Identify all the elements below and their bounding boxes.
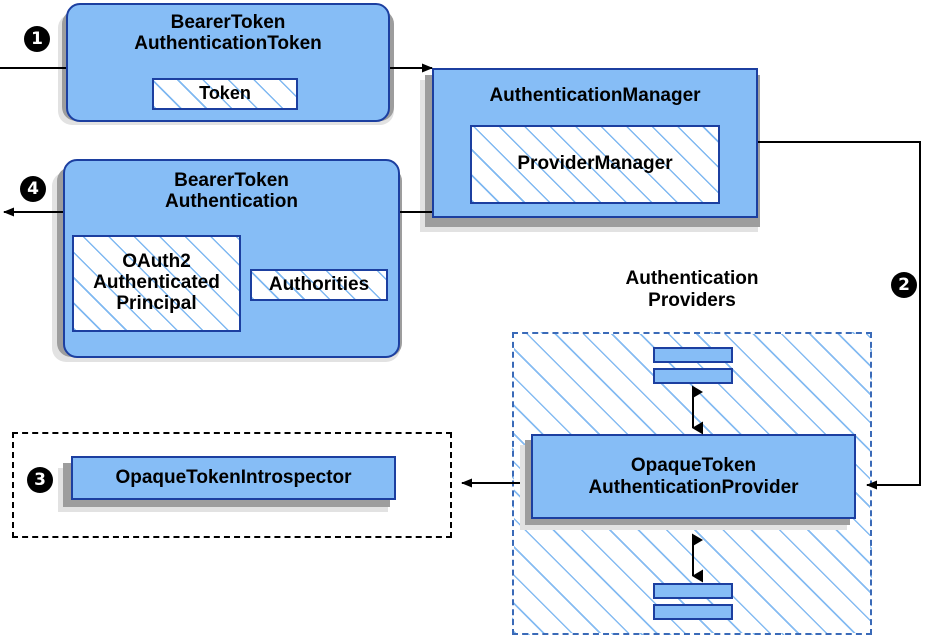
step-badge-4-number: 4 xyxy=(27,179,39,199)
opaque-token-introspector-label: OpaqueTokenIntrospector xyxy=(115,467,352,489)
bearer-token-authentication-token-title-line2: AuthenticationToken xyxy=(134,33,322,55)
oauth2-authenticated-principal-compartment[interactable]: OAuth2 Authenticated Principal xyxy=(72,235,241,332)
step-badge-1-number: 1 xyxy=(31,29,43,49)
step-badge-3-number: 3 xyxy=(34,470,46,490)
authentication-manager-title: AuthenticationManager xyxy=(489,85,701,106)
step-badge-1: 1 xyxy=(24,26,50,52)
provider-manager-compartment[interactable]: ProviderManager xyxy=(470,125,720,204)
opaque-token-introspector-node[interactable]: OpaqueTokenIntrospector xyxy=(71,456,396,500)
opaque-token-authentication-provider-line2: AuthenticationProvider xyxy=(588,476,799,498)
bearer-token-authentication-token-title-line1: BearerToken xyxy=(170,12,286,33)
oauth2-principal-line2: Authenticated xyxy=(93,272,220,294)
oauth2-principal-line3: Principal xyxy=(116,292,197,314)
bearer-token-authentication-title-line2: Authentication xyxy=(165,191,298,213)
step-badge-4: 4 xyxy=(20,176,46,202)
oauth2-principal-line1: OAuth2 xyxy=(122,251,191,273)
authentication-providers-label-line2: Providers xyxy=(648,289,736,311)
step-badge-2-number: 2 xyxy=(898,275,910,295)
authentication-providers-label-line1: Authentication xyxy=(625,268,759,289)
provider-bar-top-2 xyxy=(653,368,733,384)
authorities-compartment[interactable]: Authorities xyxy=(250,269,388,301)
token-compartment-label: Token xyxy=(199,83,251,104)
step-badge-3: 3 xyxy=(27,467,53,493)
authorities-label: Authorities xyxy=(268,273,370,295)
provider-bar-bottom-2 xyxy=(653,604,733,620)
provider-bar-bottom-1 xyxy=(653,583,733,599)
opaque-token-authentication-provider-line1: OpaqueToken xyxy=(630,455,757,477)
opaque-token-authentication-provider-node[interactable]: OpaqueToken AuthenticationProvider xyxy=(531,434,856,519)
token-compartment[interactable]: Token xyxy=(152,78,298,110)
provider-manager-label: ProviderManager xyxy=(517,153,673,175)
step-badge-2: 2 xyxy=(891,272,917,298)
provider-bar-top-1 xyxy=(653,347,733,363)
bearer-token-authentication-title-line1: BearerToken xyxy=(174,170,289,191)
authentication-providers-label: Authentication Providers xyxy=(562,268,822,312)
